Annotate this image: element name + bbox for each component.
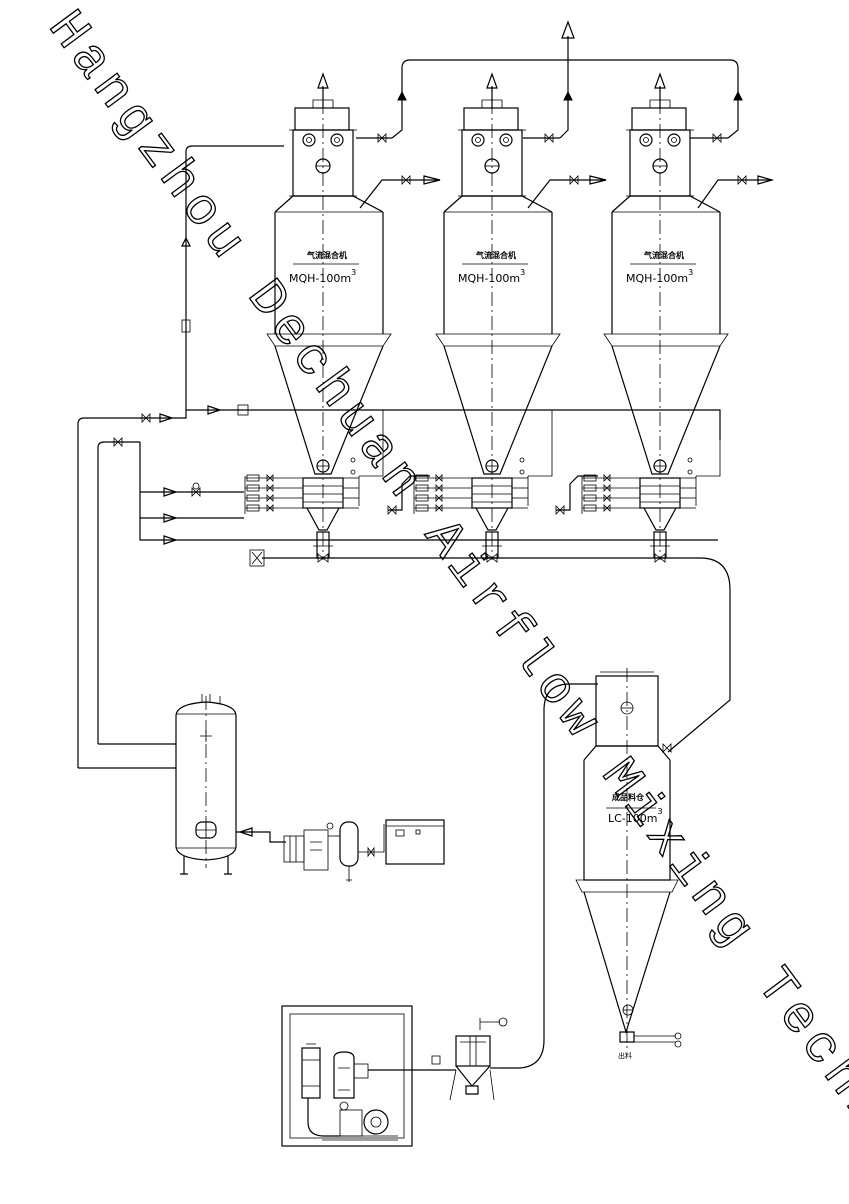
vent-piping [317, 20, 743, 143]
mixer-label-cn: 气流混合机 [643, 250, 684, 260]
product-silo: 成品料仓 LC-100m3 出料 [500, 668, 682, 1069]
air-receiver-tank [175, 694, 286, 875]
airflow-mixer-3: 气流混合机 MQH-100m3 [581, 99, 729, 563]
feeding-cyclone [431, 1017, 508, 1101]
mixer-model: MQH-100m3 [458, 268, 525, 285]
vent-valve [544, 133, 554, 143]
mixer-model: MQH-100m3 [626, 268, 693, 285]
vent-valve [712, 133, 722, 143]
airflow-mixer-1: 气流混合机 MQH-100m3 [244, 99, 392, 563]
silo-label-cn: 成品料仓 [612, 792, 645, 802]
vent-valve [377, 133, 387, 143]
mixer-label-cn: 气流混合机 [475, 250, 516, 260]
mixer-label-cn: 气流混合机 [306, 250, 347, 260]
blower-room [281, 1005, 440, 1147]
discharge-line [249, 549, 731, 753]
feed-lines [359, 175, 775, 209]
mixer-model: MQH-100m3 [289, 268, 356, 285]
airflow-mixer-2: 气流混合机 MQH-100m3 [413, 99, 561, 563]
silo-outlet-label: 出料 [618, 1051, 632, 1060]
compressor-skid [283, 819, 445, 882]
silo-model: LC-100m3 [608, 807, 663, 825]
watermark-text: Hangzhou Dechuan Airflow Mixing Techn [35, 0, 849, 1142]
air-network [77, 145, 721, 769]
